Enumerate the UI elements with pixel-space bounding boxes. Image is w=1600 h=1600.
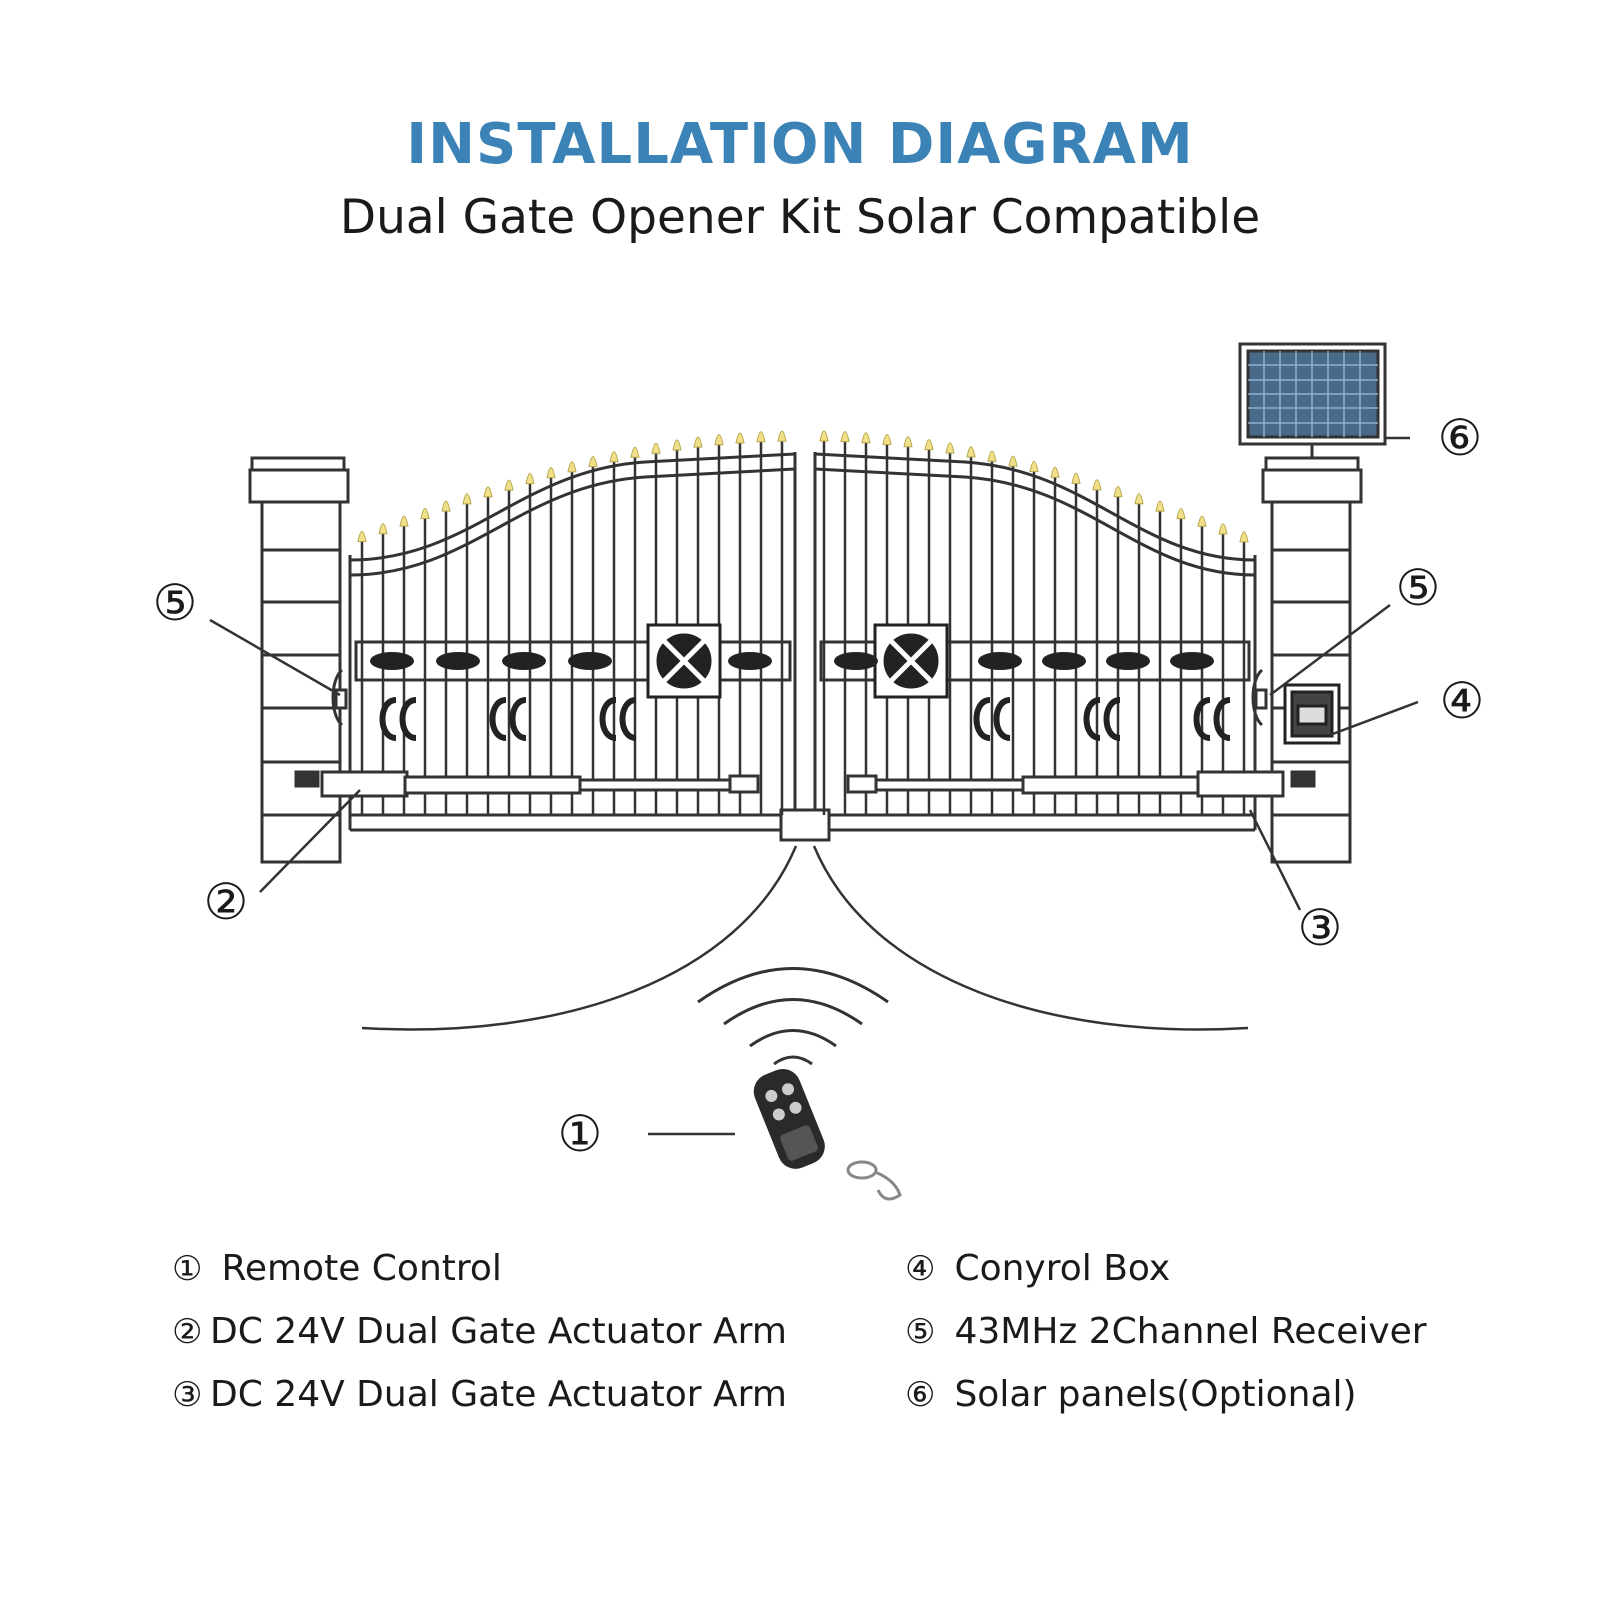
legend-item-1: ① Remote Control [172,1248,502,1289]
callout-5-right: ⑤ [1396,559,1441,617]
gate-spike [1008,455,1018,467]
legend-item-6: ⑥ Solar panels(Optional) [905,1374,1357,1415]
actuator-arm-left [320,770,760,798]
band-ornament [370,652,414,670]
gate-spike [693,436,703,448]
callout-5-left: ⑤ [153,574,198,632]
gate-spike [1113,486,1123,498]
right-pillar [1261,456,1363,864]
scroll-ornament [993,697,1011,741]
gate-spike [1134,493,1144,505]
gate-spike [1176,508,1186,520]
gate-spike [399,515,409,527]
gate-spike [966,446,976,458]
gate-spike [651,442,661,454]
gate-spike [756,431,766,443]
legend-item-5: ⑤ 43MHz 2Channel Receiver [905,1311,1427,1352]
gate-spike [630,446,640,458]
control-box [1283,683,1341,745]
gate-spike [714,434,724,446]
gate-spike [462,493,472,505]
gate-spike [378,523,388,535]
callout-leaders [209,436,1419,1136]
scroll-ornament [973,697,991,741]
scroll-ornament [1213,697,1231,741]
gate-spike [987,450,997,462]
gate-spike [525,473,535,485]
gate-spike [945,442,955,454]
gate-spike [441,500,451,512]
gate-spike [861,432,871,444]
gate-spike [777,430,787,442]
band-ornament [502,652,546,670]
gate-spike [903,436,913,448]
scroll-ornament [509,697,527,741]
gate-spike [882,433,892,445]
gate-spike [819,430,829,442]
band-ornament [1170,652,1214,670]
callout-1: ① [558,1105,603,1163]
band-ornament [568,652,612,670]
gate-spike [588,456,598,468]
band-ornament [436,652,480,670]
gate-spike [1218,523,1228,535]
scroll-ornament [1193,697,1211,741]
gate-spikes [357,430,1249,543]
gate-spike [1092,479,1102,491]
gate-ornament-right [873,623,949,699]
band-ornament [978,652,1022,670]
scroll-ornament [1103,697,1121,741]
gate-spike [1155,500,1165,512]
solar-panel [1238,342,1387,460]
diagram-subtitle: Dual Gate Opener Kit Solar Compatible [339,190,1261,245]
band-ornament [834,652,878,670]
callout-3: ③ [1298,899,1343,957]
gate-spike [1239,531,1249,543]
gate-spike [924,439,934,451]
gate-ornament-left [646,623,722,699]
gate-spike [672,439,682,451]
gate-spike [1071,472,1081,484]
gate-spike [1050,466,1060,478]
scroll-ornament [619,697,637,741]
receiver-left [331,668,348,727]
remote-control-icon [753,1068,902,1201]
gate-scrolls [370,652,1231,741]
scroll-ornament [1083,697,1101,741]
callout-4: ④ [1440,672,1485,730]
legend-item-4: ④ Conyrol Box [905,1248,1171,1289]
signal-waves-icon [697,967,889,1066]
band-ornament [1106,652,1150,670]
gate-spike [483,486,493,498]
gate-spike [1197,515,1207,527]
scroll-ornament [379,697,397,741]
gate-spike [504,479,514,491]
receiver-right [1251,668,1268,727]
left-pillar [248,456,350,864]
gate-spike [546,467,556,479]
band-ornament [1042,652,1086,670]
callout-6: ⑥ [1438,409,1483,467]
gate-spike [357,531,367,543]
scroll-ornament [489,697,507,741]
gate-spike [420,508,430,520]
callout-2: ② [204,873,249,931]
scroll-ornament [399,697,417,741]
gate-swing-arcs [361,845,1249,1031]
band-ornament [728,652,772,670]
gate-spike [735,432,745,444]
gate-spike [840,431,850,443]
actuator-arm-right [846,770,1285,798]
gate-spike [567,461,577,473]
diagram-title: INSTALLATION DIAGRAM [406,112,1194,177]
gate-spike [1029,460,1039,472]
gate-spike [609,451,619,463]
gate-bars [360,441,1246,815]
scroll-ornament [599,697,617,741]
